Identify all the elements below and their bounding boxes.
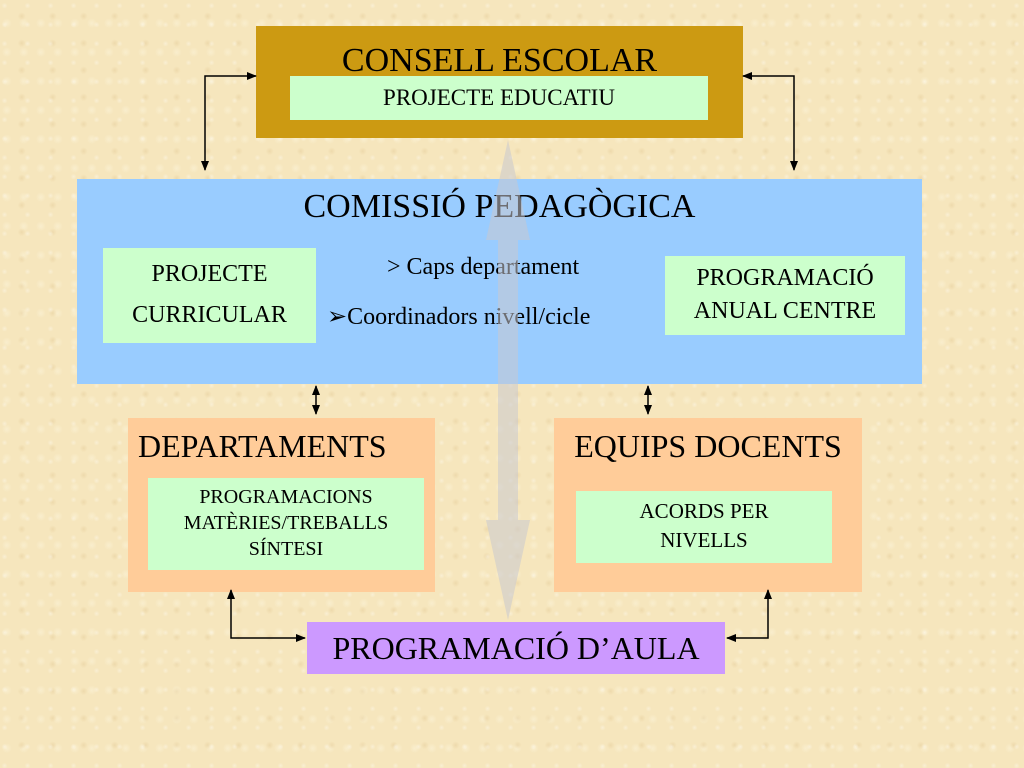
acords-nivells-box: ACORDS PER NIVELLS <box>576 491 832 563</box>
programacio-aula-box: PROGRAMACIÓ D’AULA <box>307 622 725 674</box>
consell-escolar-title: CONSELL ESCOLAR <box>341 42 658 79</box>
member-coordinadors: ➢Coordinadors nivell/cicle <box>327 304 591 330</box>
comissio-members: > Caps departament ➢Coordinadors nivell/… <box>327 242 667 342</box>
arrow-equips-aula <box>726 589 772 642</box>
departaments-box: DEPARTAMENTS PROGRAMACIONS MATÈRIES/TREB… <box>128 418 435 592</box>
acords-line-2: NIVELLS <box>660 528 748 552</box>
comissio-pedagogica-title: COMISSIÓ PEDAGÒGICA <box>303 188 696 225</box>
programacions-line-2: MATÈRIES/TREBALLS <box>183 512 389 534</box>
comissio-pedagogica-box: COMISSIÓ PEDAGÒGICA PROJECTE CURRICULAR … <box>77 179 922 384</box>
programacions-line-1: PROGRAMACIONS <box>199 486 373 508</box>
member-caps-departament: > Caps departament <box>387 254 580 280</box>
acords-line-1: ACORDS PER <box>639 499 769 523</box>
equips-docents-box: EQUIPS DOCENTS ACORDS PER NIVELLS <box>554 418 862 592</box>
programacions-line-3: SÍNTESI <box>248 538 324 560</box>
projecte-educatiu-box: PROJECTE EDUCATIU <box>290 76 708 120</box>
arrow-consell-right <box>742 72 798 171</box>
arrow-consell-left <box>201 72 257 171</box>
programacio-anual-line-2: ANUAL CENTRE <box>693 298 877 324</box>
equips-docents-title: EQUIPS DOCENTS <box>574 428 842 464</box>
projecte-curricular-box: PROJECTE CURRICULAR <box>103 248 316 343</box>
departaments-title: DEPARTAMENTS <box>138 428 387 464</box>
consell-escolar-box: CONSELL ESCOLAR PROJECTE EDUCATIU <box>256 26 743 138</box>
programacio-anual-line-1: PROGRAMACIÓ <box>696 265 874 291</box>
programacions-materies-box: PROGRAMACIONS MATÈRIES/TREBALLS SÍNTESI <box>148 478 424 570</box>
projecte-curricular-line-1: PROJECTE <box>151 261 268 287</box>
programacio-anual-centre-box: PROGRAMACIÓ ANUAL CENTRE <box>665 256 905 335</box>
arrow-departaments-aula <box>227 589 306 642</box>
projecte-curricular-line-2: CURRICULAR <box>132 302 287 328</box>
